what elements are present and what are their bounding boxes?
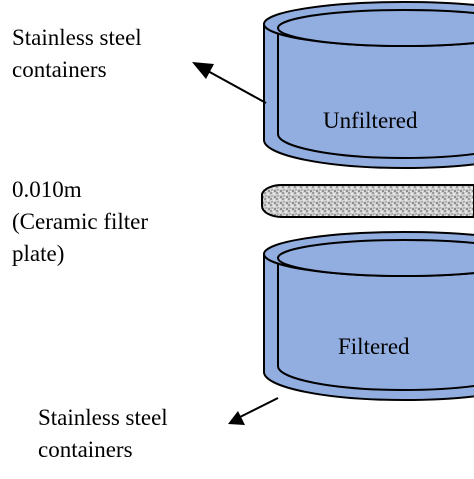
- filter-plate-label-line-2: (Ceramic filter: [12, 209, 149, 234]
- unfiltered-label: Unfiltered: [323, 108, 418, 133]
- top-container: Unfiltered: [263, 1, 474, 169]
- filtered-label: Filtered: [338, 334, 410, 359]
- bottom-arrow-shaft: [239, 397, 279, 418]
- top-container-label-line-1: Stainless steel: [12, 25, 142, 50]
- top-container-label-line-2: containers: [12, 57, 107, 82]
- bottom-container-inner-rim: [277, 239, 474, 277]
- filter-plate-body: [261, 183, 474, 218]
- filter-plate-label-line-1: 0.010m: [12, 177, 82, 202]
- bottom-container: Filtered: [263, 231, 474, 401]
- filter-plate-label-line-3: plate): [12, 241, 65, 266]
- top-arrow-head: [192, 62, 214, 79]
- ceramic-filter-plate: [261, 183, 474, 218]
- filter-plate-label: 0.010m (Ceramic filter plate): [12, 174, 148, 270]
- bottom-arrow-head: [228, 411, 245, 425]
- top-container-label: Stainless steel containers: [12, 22, 142, 86]
- bottom-container-label: Stainless steel containers: [38, 402, 168, 466]
- bottom-container-inner-body: [277, 261, 474, 391]
- bottom-container-label-line-1: Stainless steel: [38, 405, 168, 430]
- top-arrow-shaft: [205, 69, 267, 104]
- top-container-inner-rim: [277, 9, 474, 47]
- top-container-inner-body: [277, 31, 474, 159]
- bottom-container-label-line-2: containers: [38, 437, 133, 462]
- bottom-arrow: [228, 397, 279, 425]
- top-arrow: [192, 62, 267, 104]
